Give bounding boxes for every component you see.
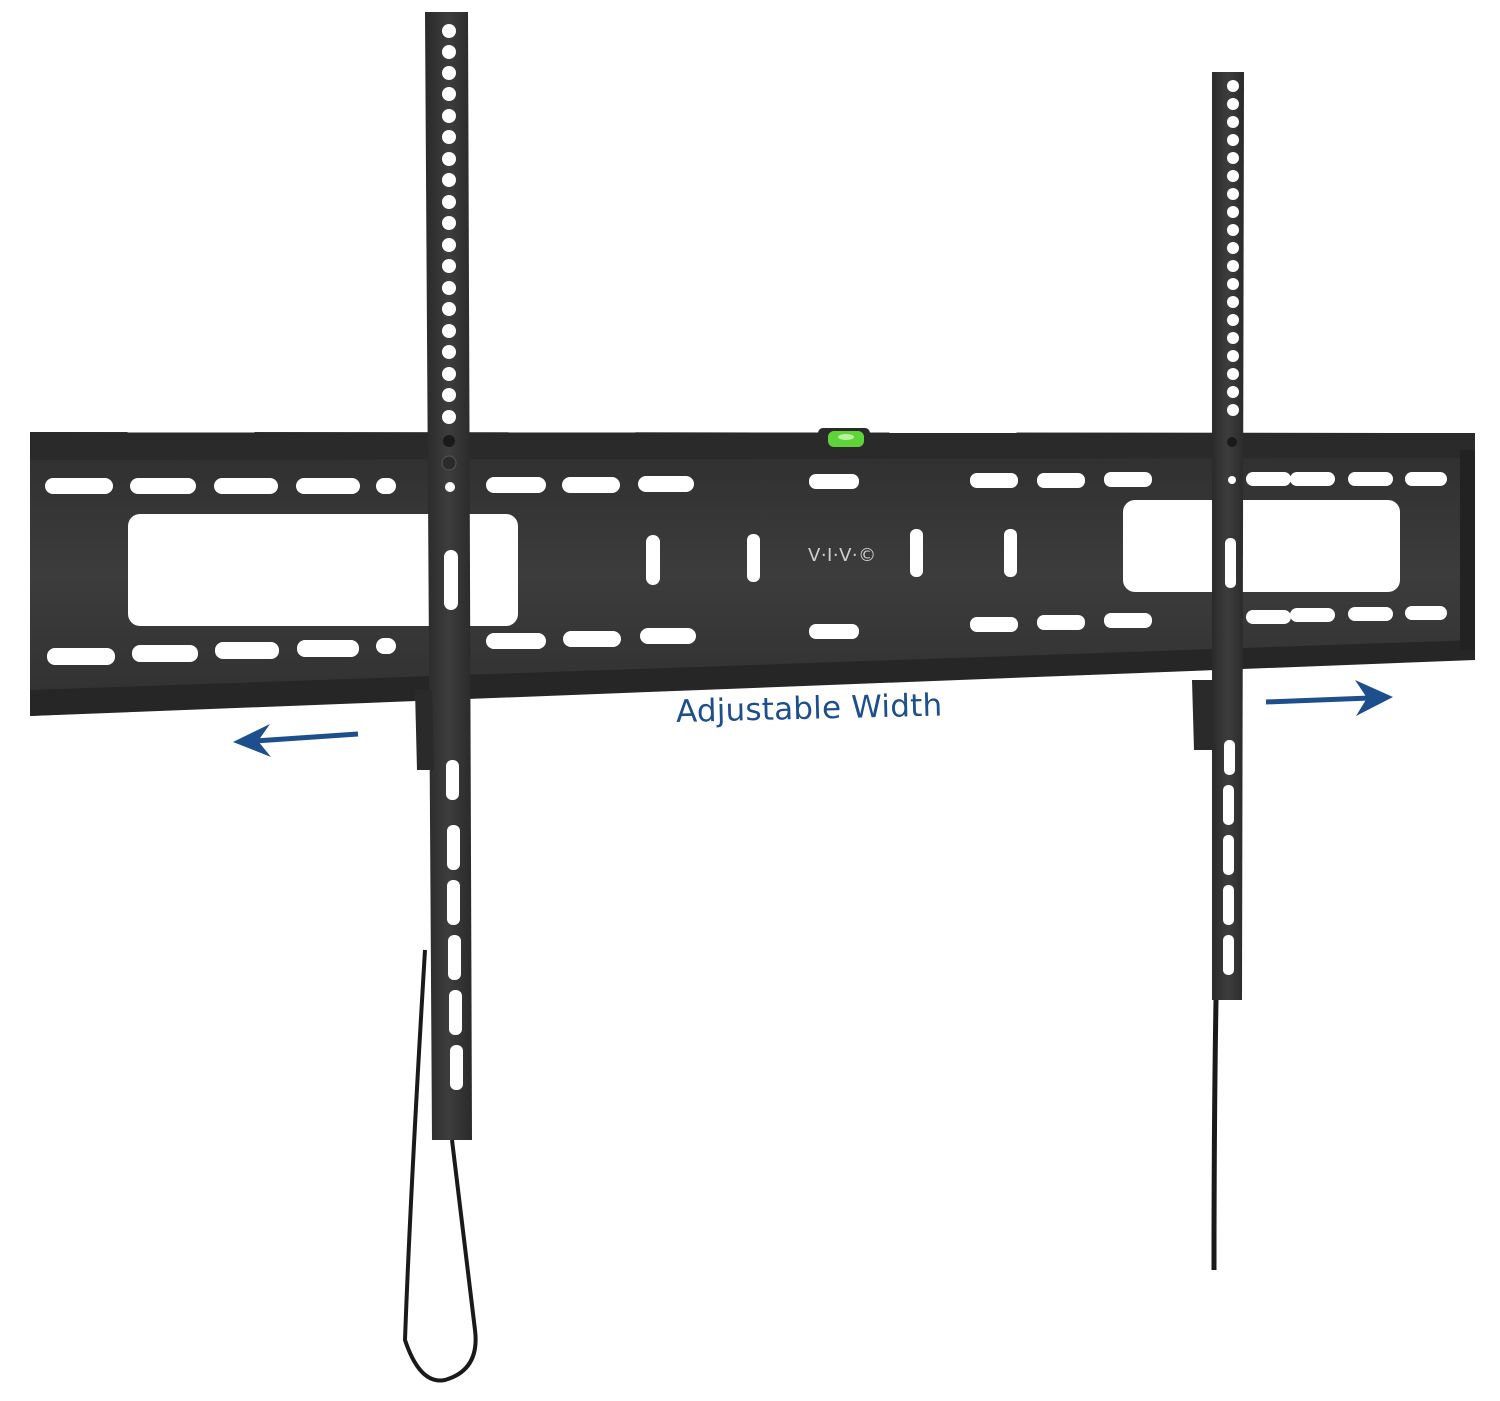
right-mounting-arm [1192, 72, 1244, 1271]
wall-plate [30, 432, 1475, 716]
adjustable-width-label: Adjustable Width [675, 687, 943, 730]
bubble-level [818, 428, 870, 450]
left-mounting-arm [402, 12, 478, 1383]
brand-logo: V·I·V·© [808, 545, 877, 566]
arrow-right-icon [1265, 680, 1393, 716]
arrow-left-icon [233, 724, 359, 757]
